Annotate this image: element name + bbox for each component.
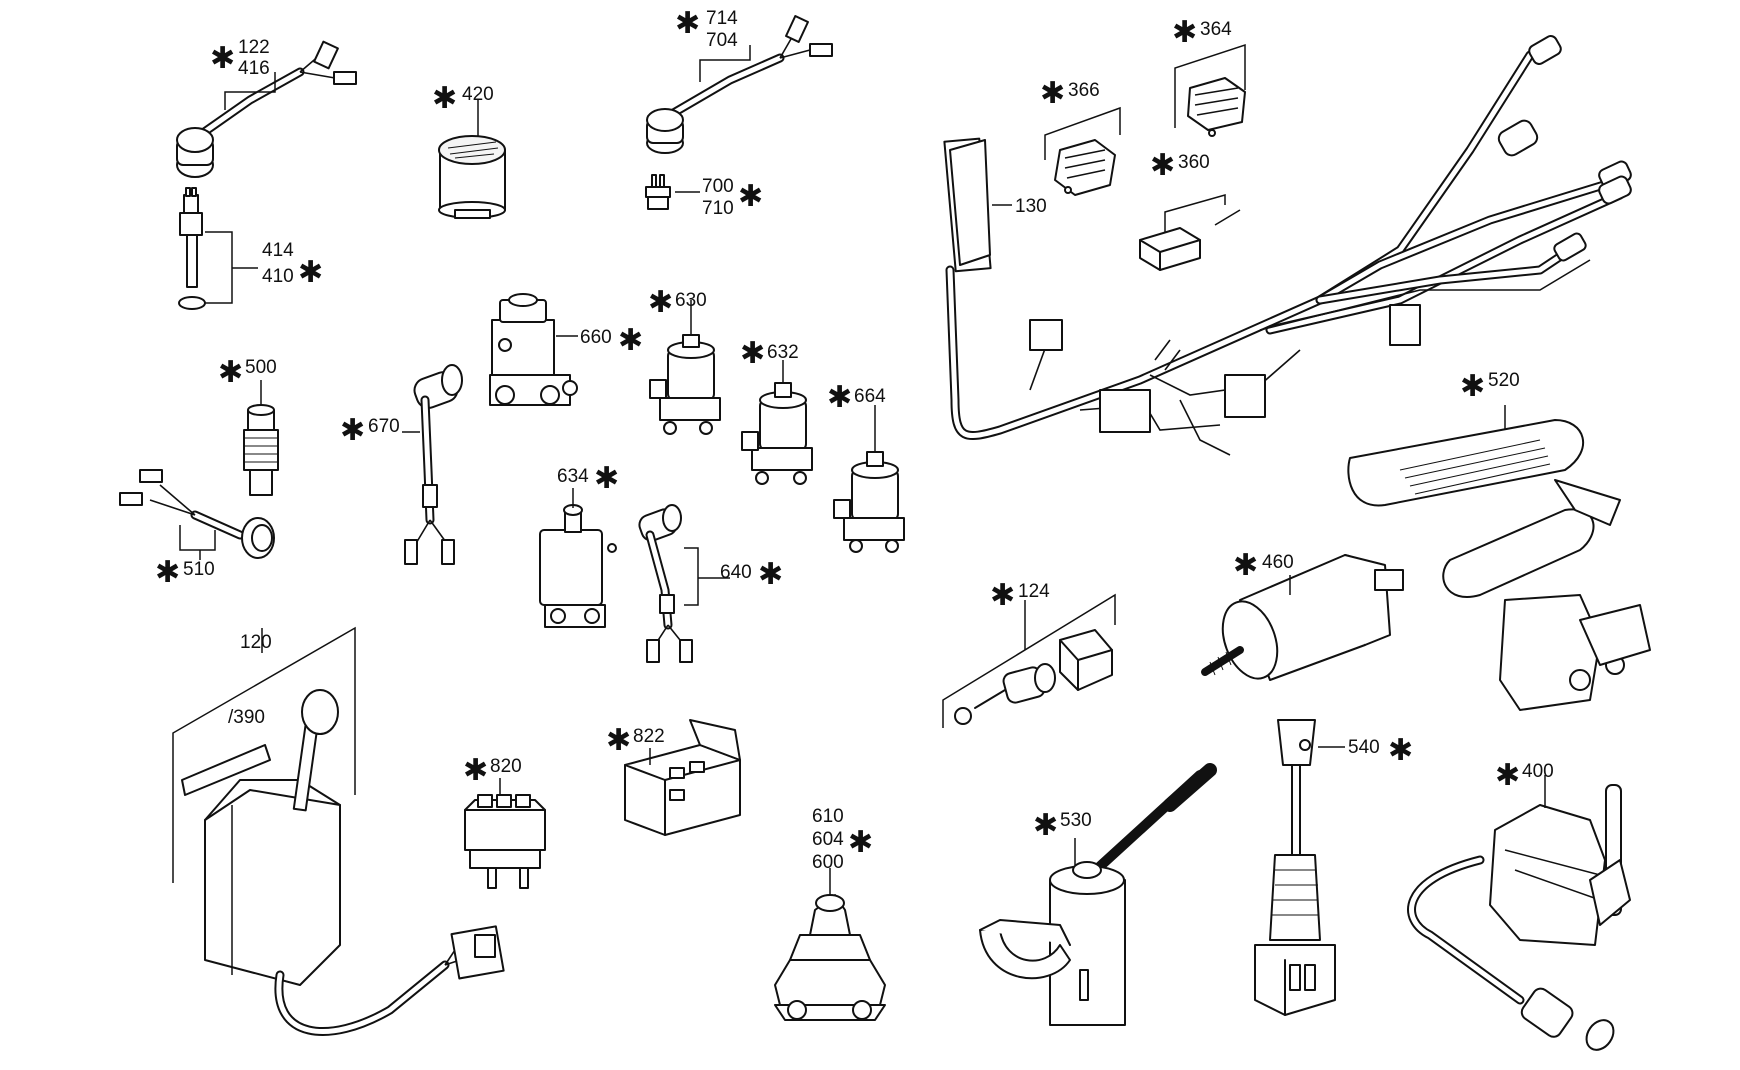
label-130: 130 bbox=[1015, 196, 1047, 217]
label-610: 610 bbox=[812, 806, 844, 827]
label-120: 120 bbox=[240, 632, 272, 653]
part-400-hand-throttle bbox=[1407, 775, 1631, 1051]
label-600: 600 bbox=[812, 852, 844, 873]
label-500: 500 bbox=[245, 357, 277, 378]
asterisk-700: ✱ bbox=[738, 179, 763, 214]
part-822-relay-socket bbox=[624, 719, 741, 836]
label-364: 364 bbox=[1200, 19, 1232, 40]
label-640: 640 bbox=[720, 562, 752, 583]
part-820-relay bbox=[464, 778, 546, 889]
asterisk-610: ✱ bbox=[848, 825, 873, 860]
label-822: 822 bbox=[633, 726, 665, 747]
part-700-switch bbox=[645, 174, 700, 210]
part-120-gear-selector bbox=[172, 626, 505, 1036]
part-540-joystick-valve bbox=[1254, 719, 1345, 1016]
label-124: 124 bbox=[1018, 581, 1050, 602]
part-460-actuator bbox=[1201, 554, 1404, 681]
asterisk-664: ✱ bbox=[827, 380, 852, 415]
asterisk-364: ✱ bbox=[1172, 15, 1197, 50]
asterisk-122: ✱ bbox=[210, 41, 235, 76]
part-670-cable-sensor bbox=[402, 364, 463, 565]
label-604: 604 bbox=[812, 829, 844, 850]
label-122: 122 bbox=[238, 37, 270, 58]
part-714-sensor-cable bbox=[646, 15, 833, 154]
label-460: 460 bbox=[1262, 552, 1294, 573]
part-660-solenoid-valve bbox=[489, 293, 578, 406]
label-390: /390 bbox=[228, 707, 265, 728]
label-366: 366 bbox=[1068, 80, 1100, 101]
asterisk-124: ✱ bbox=[990, 578, 1015, 613]
label-520: 520 bbox=[1488, 370, 1520, 391]
asterisk-714: ✱ bbox=[675, 6, 700, 41]
asterisk-510: ✱ bbox=[155, 555, 180, 590]
part-130-wiring-harness bbox=[943, 35, 1632, 456]
part-630-valve bbox=[649, 300, 721, 435]
part-500-fitting bbox=[243, 380, 279, 496]
asterisk-530: ✱ bbox=[1033, 808, 1058, 843]
part-520-foot-pedal bbox=[1347, 405, 1651, 711]
asterisk-640: ✱ bbox=[758, 557, 783, 592]
part-366-connector bbox=[1044, 106, 1121, 196]
part-124-ignition-switch bbox=[942, 593, 1116, 728]
asterisk-360: ✱ bbox=[1150, 148, 1175, 183]
label-630: 630 bbox=[675, 290, 707, 311]
label-670: 670 bbox=[368, 416, 400, 437]
part-510-sensor-cable bbox=[119, 469, 275, 560]
asterisk-660: ✱ bbox=[618, 323, 643, 358]
asterisk-366: ✱ bbox=[1040, 76, 1065, 111]
asterisk-820: ✱ bbox=[463, 753, 488, 788]
label-400: 400 bbox=[1522, 761, 1554, 782]
label-704: 704 bbox=[706, 30, 738, 51]
part-530-lever-valve bbox=[979, 763, 1217, 1026]
label-540: 540 bbox=[1348, 737, 1380, 758]
part-364-connector bbox=[1174, 43, 1246, 137]
asterisk-670: ✱ bbox=[340, 413, 365, 448]
asterisk-630: ✱ bbox=[648, 285, 673, 320]
label-820: 820 bbox=[490, 756, 522, 777]
label-660: 660 bbox=[580, 327, 612, 348]
label-664: 664 bbox=[854, 386, 886, 407]
asterisk-632: ✱ bbox=[740, 336, 765, 371]
part-610-pressure-regulator bbox=[774, 868, 886, 1021]
part-122-sensor-cable bbox=[176, 40, 357, 178]
part-360-connector bbox=[1139, 194, 1241, 271]
asterisk-634: ✱ bbox=[594, 461, 619, 496]
part-640-cable-sensor bbox=[638, 504, 730, 663]
label-530: 530 bbox=[1060, 810, 1092, 831]
asterisk-822: ✱ bbox=[606, 723, 631, 758]
asterisk-420: ✱ bbox=[432, 81, 457, 116]
asterisk-400: ✱ bbox=[1495, 758, 1520, 793]
part-420-horn bbox=[438, 100, 506, 219]
label-360: 360 bbox=[1178, 152, 1210, 173]
label-416: 416 bbox=[238, 58, 270, 79]
asterisk-460: ✱ bbox=[1233, 548, 1258, 583]
label-510: 510 bbox=[183, 559, 215, 580]
label-714: 714 bbox=[706, 8, 738, 29]
part-414-probe bbox=[178, 187, 258, 310]
label-632: 632 bbox=[767, 342, 799, 363]
asterisk-414: ✱ bbox=[298, 255, 323, 290]
label-410: 410 bbox=[262, 266, 294, 287]
label-710: 710 bbox=[702, 198, 734, 219]
asterisk-540: ✱ bbox=[1388, 733, 1413, 768]
label-420: 420 bbox=[462, 84, 494, 105]
asterisk-520: ✱ bbox=[1460, 369, 1485, 404]
part-664-valve bbox=[833, 405, 905, 553]
label-414: 414 bbox=[262, 240, 294, 261]
part-632-valve bbox=[741, 360, 813, 485]
part-634-valve bbox=[539, 488, 617, 628]
label-700: 700 bbox=[702, 176, 734, 197]
asterisk-500: ✱ bbox=[218, 355, 243, 390]
label-634: 634 bbox=[557, 466, 589, 487]
